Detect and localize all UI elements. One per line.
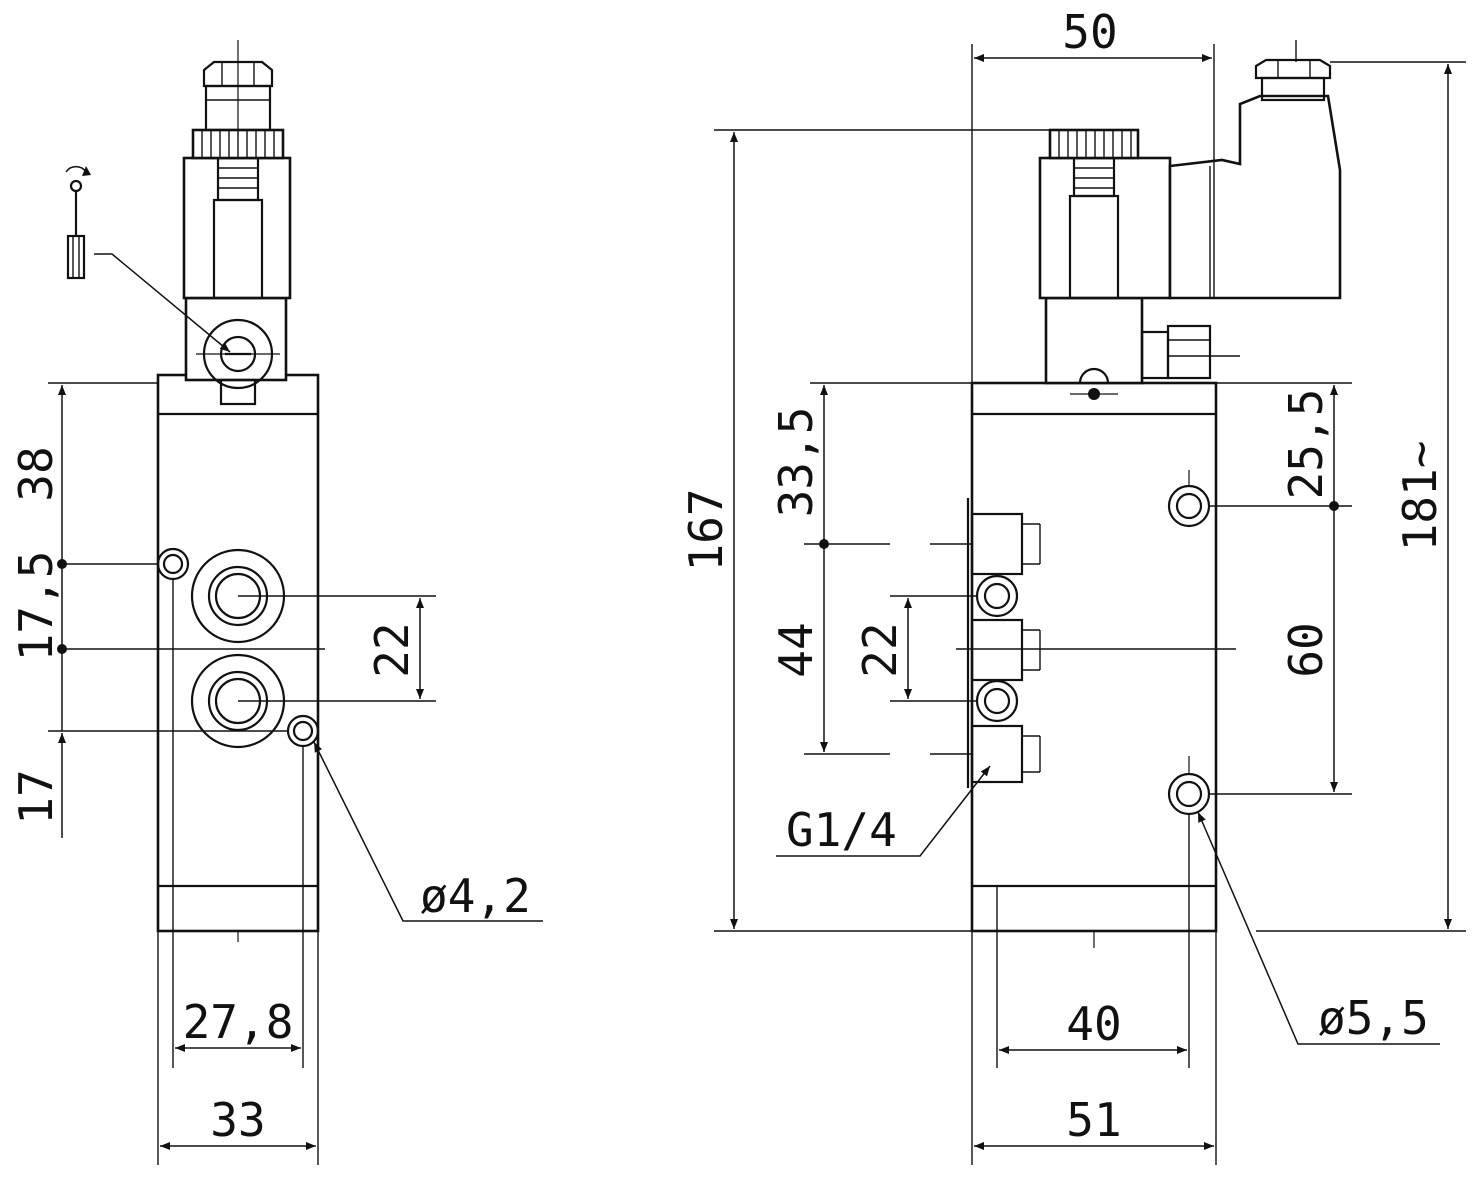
screwdriver-icon	[65, 166, 91, 280]
front-view: 50 167 181~ 33,5 25,5 44 22 60 G1/4 ø5,5…	[679, 5, 1466, 1165]
dim-40: 40	[1066, 997, 1121, 1051]
dim-27-8: 27,8	[183, 995, 294, 1049]
front-connector-plug	[1168, 94, 1342, 300]
front-coil	[1038, 156, 1172, 300]
label-port-thread: G1/4	[786, 803, 897, 857]
dim-17-5: 17,5	[9, 551, 63, 662]
side-body	[156, 373, 320, 933]
dim-front-22: 22	[853, 622, 907, 677]
side-hex-nut	[202, 60, 274, 88]
dim-mount-hole-diameter: ø5,5	[1318, 991, 1429, 1045]
dim-50: 50	[1062, 5, 1117, 59]
dim-hole-diameter-4-2: ø4,2	[420, 869, 531, 923]
dim-44: 44	[769, 622, 823, 677]
dim-side-22: 22	[365, 622, 419, 677]
dim-181: 181~	[1393, 441, 1447, 552]
dim-17: 17	[9, 769, 63, 824]
front-body	[970, 381, 1218, 933]
front-operator-block	[1044, 296, 1144, 385]
dim-38: 38	[9, 446, 63, 501]
side-coil	[182, 156, 292, 300]
side-view: 38 17,5 17 22 ø4,2 27,8 33	[9, 40, 543, 1165]
dim-33: 33	[210, 1093, 265, 1147]
dim-33-5: 33,5	[769, 407, 823, 518]
dim-25-5: 25,5	[1279, 389, 1333, 500]
side-operator-block	[184, 296, 288, 382]
dim-51: 51	[1066, 1093, 1121, 1147]
dim-60: 60	[1279, 622, 1333, 677]
front-knob	[1048, 128, 1140, 160]
dim-167: 167	[679, 488, 733, 571]
front-hex-nut	[1254, 58, 1332, 80]
